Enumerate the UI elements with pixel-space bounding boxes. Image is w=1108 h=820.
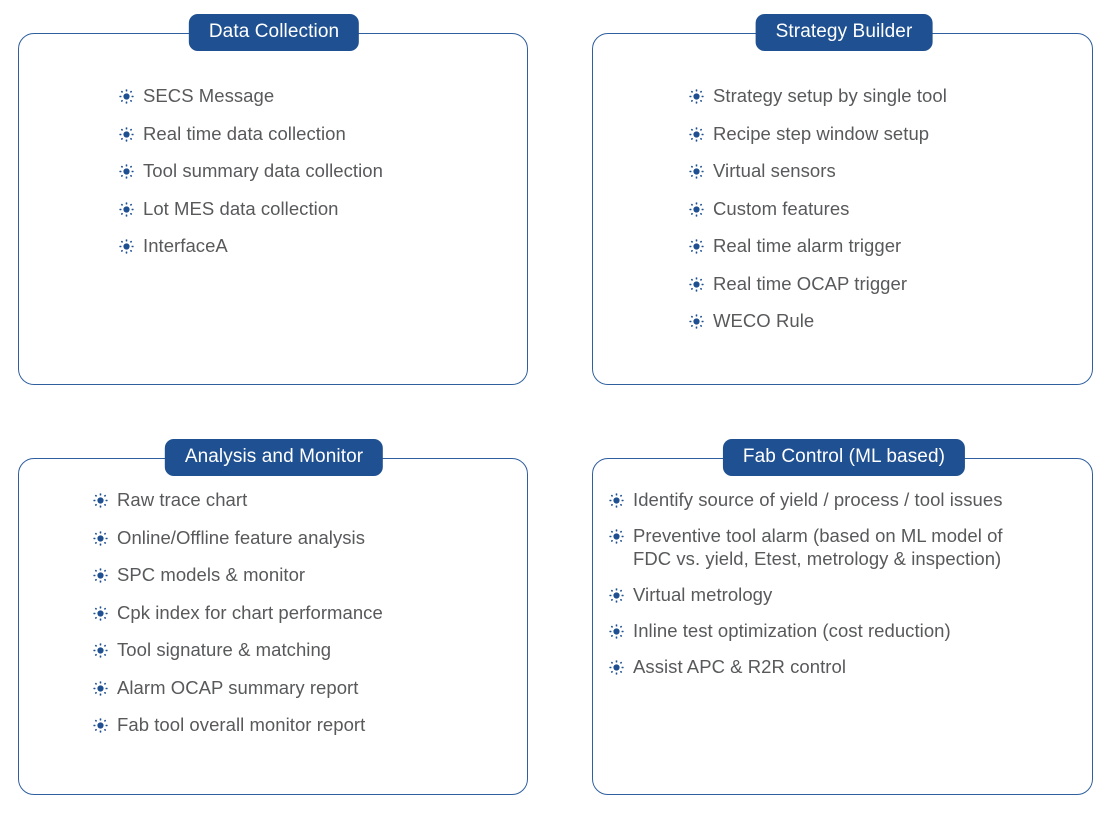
card-title-fab-control-ml-based: Fab Control (ML based) — [722, 439, 966, 476]
radiating-dot-icon — [689, 89, 704, 104]
radiating-dot-icon — [689, 276, 704, 292]
list-item[interactable]: Raw trace chart — [93, 488, 527, 511]
list-item[interactable]: Real time alarm trigger — [689, 234, 1092, 257]
list-item-label: Custom features — [713, 197, 850, 219]
radiating-dot-icon — [609, 660, 624, 675]
radiating-dot-icon — [93, 568, 108, 583]
list-item[interactable]: Virtual metrology — [609, 583, 1092, 606]
list-item-label: Strategy setup by single tool — [713, 85, 947, 106]
list-item[interactable]: Custom features — [689, 197, 1092, 220]
radiating-dot-icon — [689, 314, 704, 329]
list-item-label: Raw trace chart — [117, 489, 248, 510]
list-item-label: Alarm OCAP summary report — [117, 676, 359, 698]
card-title-data-collection: Data Collection — [188, 14, 360, 51]
list-item[interactable]: WECO Rule — [689, 309, 1092, 332]
list-item[interactable]: Alarm OCAP summary report — [93, 676, 527, 699]
radiating-dot-icon — [689, 126, 704, 142]
list-item-label: WECO Rule — [713, 310, 815, 331]
radiating-dot-icon — [93, 718, 108, 733]
radiating-dot-icon — [119, 201, 134, 217]
list-item-label: Online/Offline feature analysis — [117, 526, 366, 548]
list-item-label: SECS Message — [143, 85, 275, 106]
list-item[interactable]: Online/Offline feature analysis — [93, 526, 527, 549]
list-item[interactable]: Fab tool overall monitor report — [93, 713, 527, 736]
radiating-dot-icon — [93, 493, 108, 508]
radiating-dot-icon — [119, 164, 134, 179]
list-item[interactable]: SECS Message — [119, 84, 527, 107]
list-item-label: Cpk index for chart performance — [117, 601, 383, 623]
list-item-label: Identify source of yield / process / too… — [633, 489, 1003, 510]
list-item-label: Tool signature & matching — [117, 639, 332, 660]
card-analysis-and-monitor: Analysis and Monitor — [18, 439, 528, 795]
list-item[interactable]: InterfaceA — [119, 234, 527, 257]
list-item-label: Inline test optimization (cost reduction… — [633, 620, 951, 641]
list-item-label: Virtual sensors — [713, 160, 836, 181]
list-item[interactable]: Identify source of yield / process / too… — [609, 488, 1092, 511]
radiating-dot-icon — [689, 164, 704, 179]
list-item[interactable]: Assist APC & R2R control — [609, 655, 1092, 678]
list-item-label: InterfaceA — [143, 235, 228, 256]
list-item[interactable]: Preventive tool alarm (based on ML model… — [609, 524, 1092, 570]
list-item[interactable]: Real time data collection — [119, 122, 527, 145]
list-item-label: Recipe step window setup — [713, 122, 930, 144]
list-data-collection: SECS Message — [19, 34, 527, 272]
radiating-dot-icon — [689, 239, 704, 254]
list-item[interactable]: Lot MES data collection — [119, 197, 527, 220]
radiating-dot-icon — [93, 643, 108, 658]
list-item[interactable]: Real time OCAP trigger — [689, 272, 1092, 295]
list-strategy-builder: Strategy setup by single tool — [593, 34, 1092, 347]
list-item-label: Real time data collection — [143, 122, 346, 144]
list-item[interactable]: Strategy setup by single tool — [689, 84, 1092, 107]
list-item[interactable]: Virtual sensors — [689, 159, 1092, 182]
list-item[interactable]: SPC models & monitor — [93, 563, 527, 586]
radiating-dot-icon — [119, 239, 134, 254]
list-analysis-and-monitor: Raw trace chart — [19, 459, 527, 751]
list-item-label: Lot MES data collection — [143, 197, 339, 219]
card-data-collection: Data Collection — [18, 14, 528, 385]
radiating-dot-icon — [689, 201, 704, 217]
radiating-dot-icon — [609, 493, 624, 508]
radiating-dot-icon — [119, 89, 134, 104]
list-item-label: Real time OCAP trigger — [713, 272, 908, 294]
list-item-label: Assist APC & R2R control — [633, 656, 846, 677]
card-fab-control-ml-based: Fab Control (ML based) — [592, 439, 1093, 795]
list-item[interactable]: Cpk index for chart performance — [93, 601, 527, 624]
radiating-dot-icon — [609, 624, 624, 639]
list-item-label: Tool summary data collection — [143, 160, 383, 181]
card-title-analysis-and-monitor: Analysis and Monitor — [164, 439, 384, 476]
radiating-dot-icon — [93, 680, 108, 696]
list-fab-control-ml-based: Identify source of yield / process / too… — [593, 459, 1092, 691]
list-item-label: SPC models & monitor — [117, 564, 306, 585]
radiating-dot-icon — [93, 530, 108, 546]
card-strategy-builder: Strategy Builder — [592, 14, 1093, 385]
radiating-dot-icon — [609, 529, 624, 544]
radiating-dot-icon — [93, 605, 108, 621]
list-item-label: Real time alarm trigger — [713, 235, 902, 256]
radiating-dot-icon — [609, 588, 624, 603]
list-item[interactable]: Tool signature & matching — [93, 638, 527, 661]
list-item-label: Preventive tool alarm (based on ML model… — [633, 525, 1003, 569]
list-item[interactable]: Tool summary data collection — [119, 159, 527, 182]
list-item-label: Virtual metrology — [633, 584, 773, 605]
card-title-strategy-builder: Strategy Builder — [755, 14, 933, 51]
list-item-label: Fab tool overall monitor report — [117, 714, 366, 735]
list-item[interactable]: Inline test optimization (cost reduction… — [609, 619, 1092, 642]
radiating-dot-icon — [119, 126, 134, 142]
list-item[interactable]: Recipe step window setup — [689, 122, 1092, 145]
